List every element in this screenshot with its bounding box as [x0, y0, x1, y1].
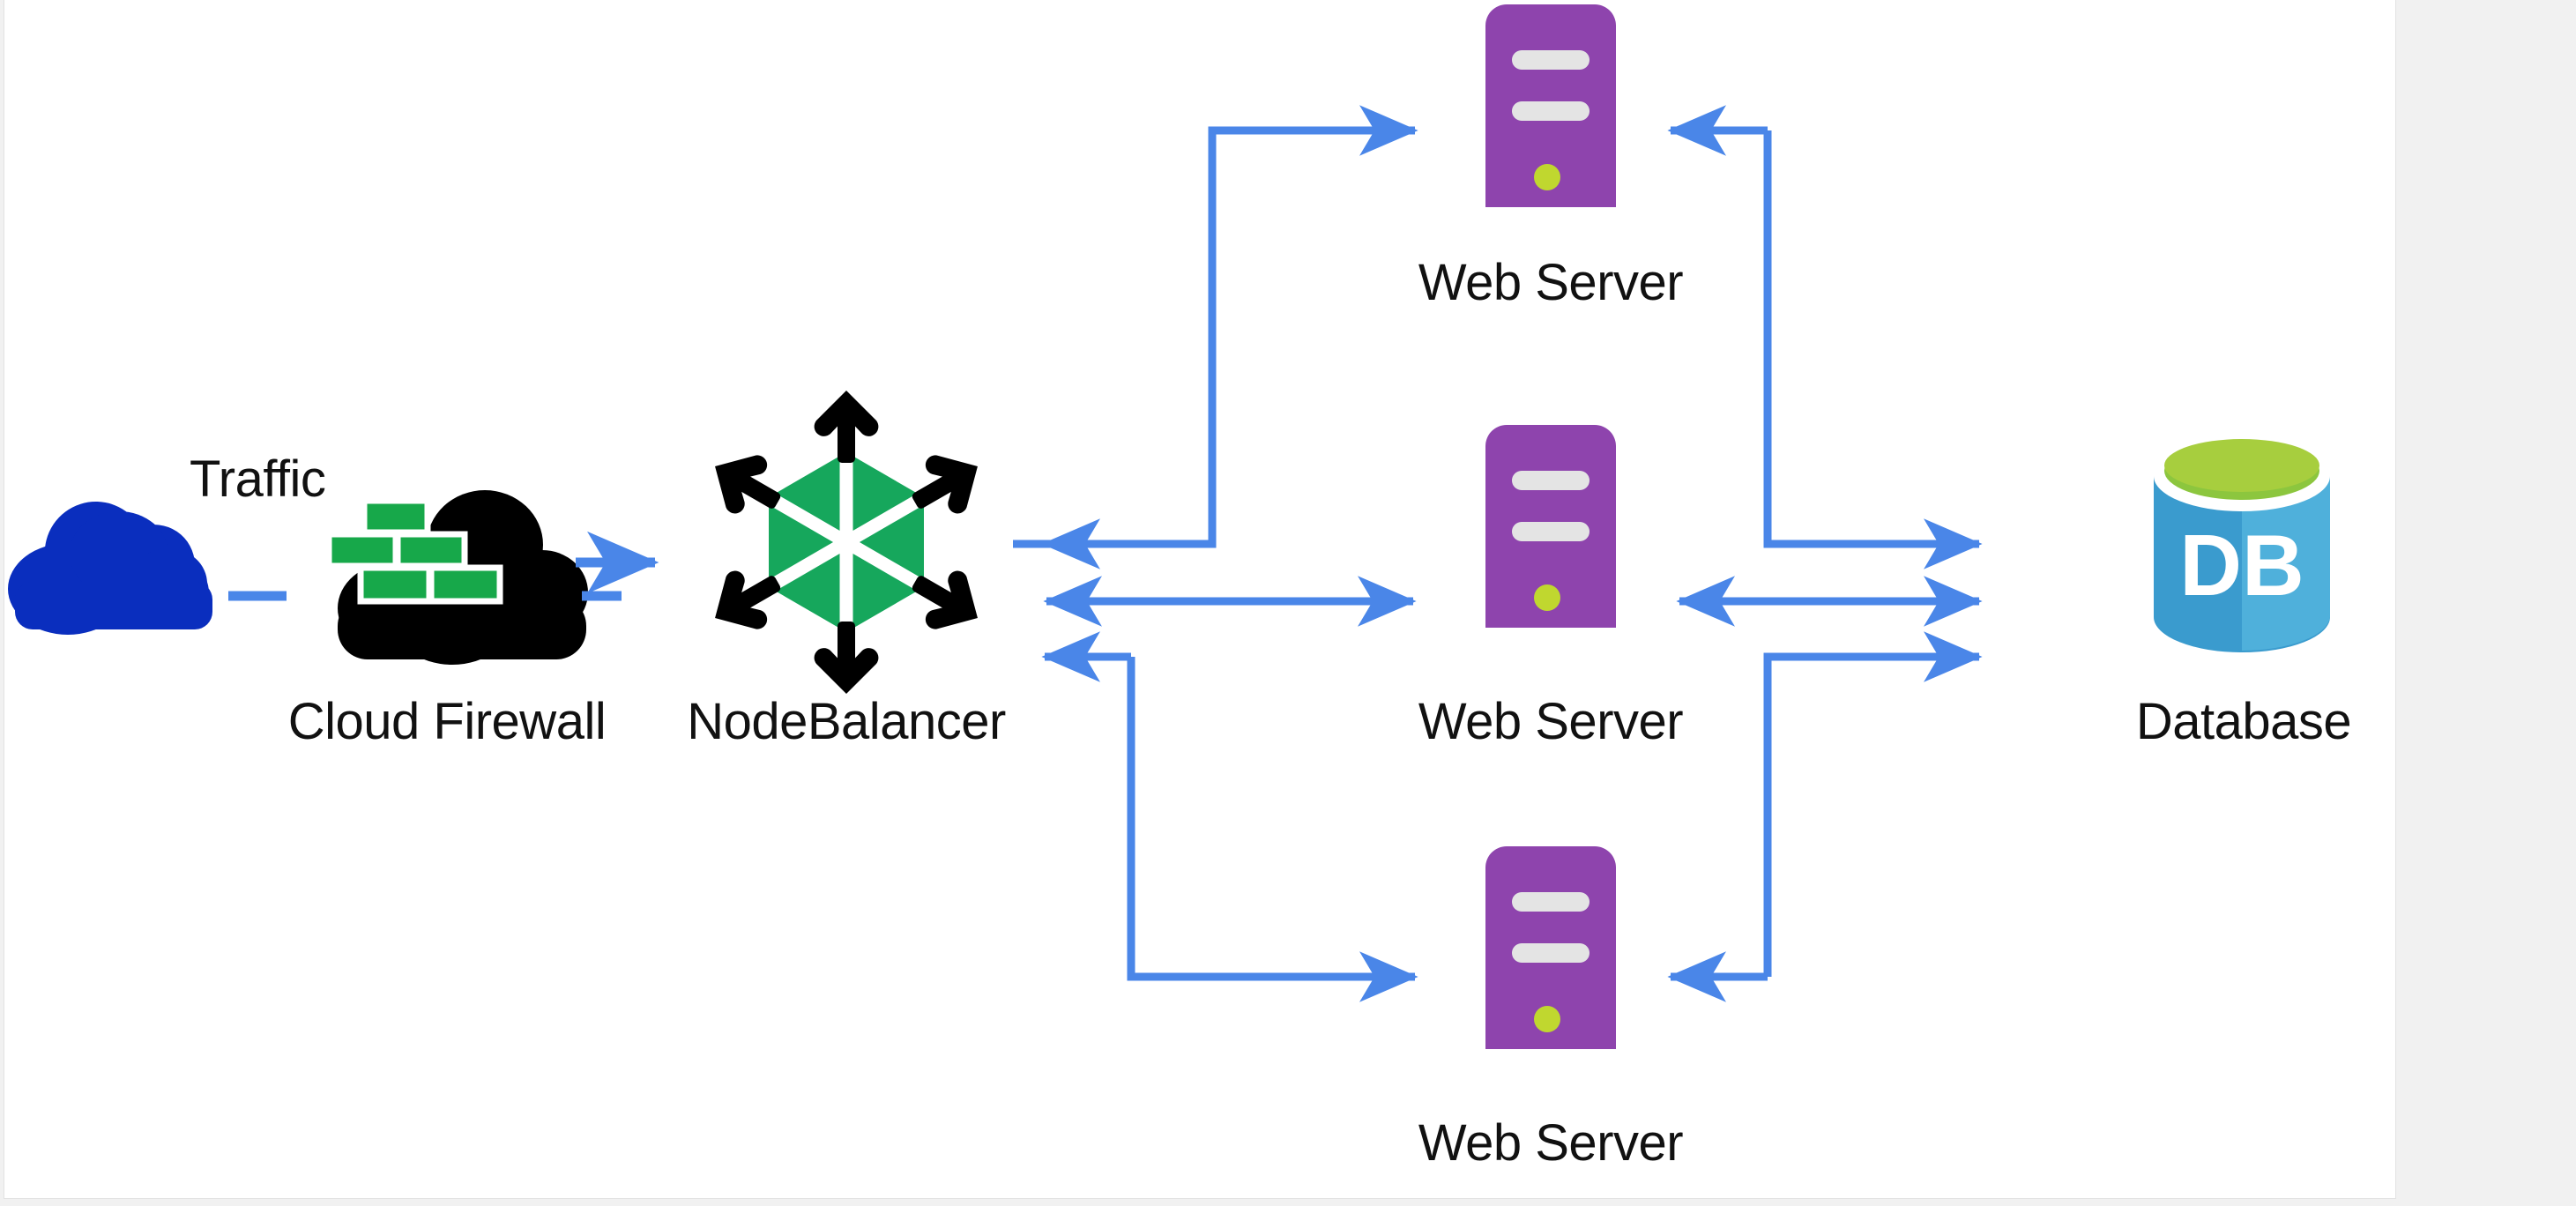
nodebalancer-hexagon-icon [715, 391, 978, 694]
nodebalancer-arrows [715, 391, 978, 694]
server-icon-top [1485, 4, 1616, 207]
cloud-firewall-label: Cloud Firewall [287, 693, 607, 750]
web-server-bottom-label: Web Server [1418, 1114, 1684, 1172]
nodebalancer-to-web-top-connector [1013, 105, 1418, 548]
firewall-bricks [325, 497, 503, 605]
nodebalancer-to-web-bottom-connector [1127, 657, 1418, 1002]
architecture-diagram-svg: DB [8, 4, 2330, 1049]
diagram-canvas: DB Traffic Cloud Firewall NodeBalancer W… [4, 0, 2396, 1199]
web-server-top-label: Web Server [1418, 254, 1684, 311]
nodebalancer-label: NodeBalancer [687, 693, 1006, 750]
web-server-middle-label: Web Server [1418, 693, 1684, 750]
firewall-cloud-icon [325, 490, 588, 665]
web-top-to-database-connector [1763, 130, 1983, 570]
traffic-label: Traffic [190, 450, 326, 508]
web-bottom-to-database-connector [1763, 631, 1983, 977]
cloud-icon [8, 502, 212, 635]
server-icon-middle [1485, 425, 1616, 628]
server-icon-bottom [1485, 846, 1616, 1049]
database-label: Database [2135, 693, 2352, 750]
database-cylinder-icon: DB [2154, 439, 2330, 652]
db-cylinder-text: DB [2179, 517, 2304, 614]
